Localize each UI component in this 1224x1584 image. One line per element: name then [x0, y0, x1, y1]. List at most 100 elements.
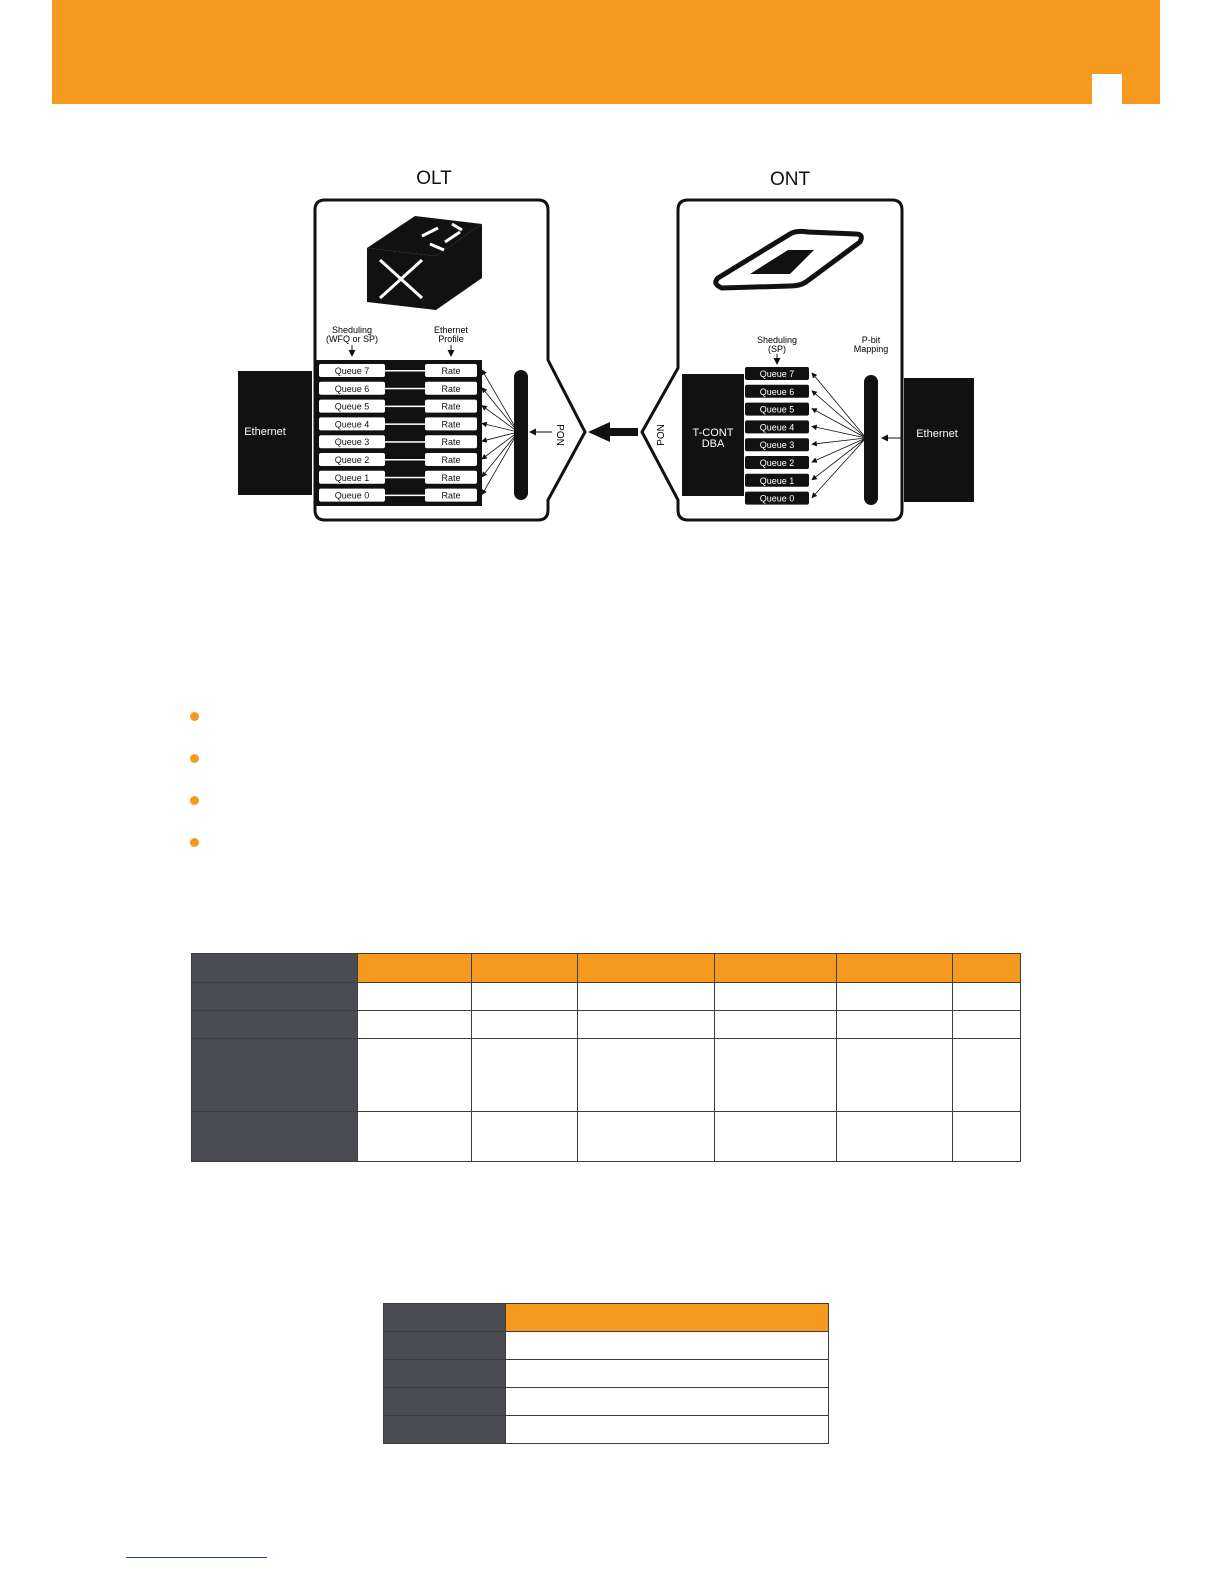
ont-queue-box — [745, 384, 809, 398]
olt-ethernet-block — [238, 371, 312, 495]
olt-queue-label: Queue 3 — [335, 437, 370, 447]
bullet-dot — [190, 838, 199, 847]
table-cell — [952, 1038, 1021, 1112]
ont-fan-arrow — [811, 372, 867, 439]
table-cell — [577, 1038, 715, 1112]
olt-queue-label: Queue 0 — [335, 491, 370, 501]
olt-rate-box — [425, 399, 477, 413]
olt-rate-box — [425, 435, 477, 449]
bullet-dot — [190, 796, 199, 805]
table-cell — [952, 1111, 1021, 1162]
olt-rate-box — [425, 364, 477, 377]
ont-dba-label: DBA — [702, 438, 725, 450]
table-corner-cell — [383, 1303, 506, 1332]
table-cell — [952, 982, 1021, 1011]
ont-fan-arrow — [811, 408, 867, 439]
ont-queue-label: Queue 2 — [760, 458, 795, 468]
ont-queue-box — [745, 473, 809, 487]
table-cell — [357, 1111, 472, 1162]
footer-link-underline[interactable] — [126, 1557, 267, 1558]
bullet-dot — [190, 754, 199, 763]
ont-queue-box — [745, 420, 809, 434]
mapping-table — [383, 1303, 829, 1444]
table-row — [383, 1359, 829, 1388]
olt-fan-arrow — [481, 431, 519, 460]
ont-mapping-bar — [864, 375, 878, 505]
table-header-cell — [836, 953, 953, 983]
olt-fan-arrow — [481, 431, 519, 496]
ont-queue-label: Queue 5 — [760, 405, 795, 415]
table-row — [383, 1415, 829, 1444]
olt-queue-box — [319, 435, 385, 449]
row-header-cell — [191, 1010, 358, 1039]
table-header-cell — [577, 953, 715, 983]
olt-queue-box — [319, 364, 385, 377]
ont-queue-box — [745, 491, 809, 505]
olt-queue-box — [319, 470, 385, 484]
ont-fan-arrow — [811, 437, 867, 463]
table-header-cell — [357, 953, 472, 983]
olt-queue-box — [319, 417, 385, 431]
olt-queue-label: Queue 2 — [335, 455, 370, 465]
table-cell — [471, 1111, 578, 1162]
table-corner-cell — [191, 953, 358, 983]
table-cell — [836, 1038, 953, 1112]
row-header-cell — [383, 1331, 506, 1360]
table-cell — [505, 1387, 829, 1416]
olt-fan-arrow — [481, 431, 519, 478]
row-header-cell — [383, 1387, 506, 1416]
table-header-row — [191, 953, 1021, 983]
table-row — [191, 1111, 1021, 1162]
table-cell — [952, 1010, 1021, 1039]
olt-profile-sublabel: Profile — [438, 334, 464, 344]
table-row — [383, 1387, 829, 1416]
table-header-cell — [952, 953, 1021, 983]
table-cell — [471, 982, 578, 1011]
olt-rate-label: Rate — [441, 402, 460, 412]
olt-queue-label: Queue 5 — [335, 402, 370, 412]
table-row — [383, 1331, 829, 1360]
olt-rate-label: Rate — [441, 491, 460, 501]
olt-queue-box — [319, 488, 385, 502]
bullet-dot — [190, 712, 199, 721]
table-cell — [577, 1010, 715, 1039]
olt-fan-arrow — [481, 421, 519, 433]
olt-queue-link — [385, 405, 425, 408]
olt-ethernet-label: Ethernet — [244, 426, 286, 438]
ont-fan-arrow — [811, 437, 867, 481]
table-cell — [836, 982, 953, 1011]
olt-rate-label: Rate — [441, 384, 460, 394]
olt-fan-arrow — [481, 405, 519, 433]
olt-queue-label: Queue 7 — [335, 366, 370, 376]
table-cell — [714, 1038, 837, 1112]
comparison-table — [191, 953, 1021, 1162]
ont-fan-arrow — [811, 437, 867, 499]
header-band — [52, 0, 1160, 104]
olt-pon-bar — [514, 370, 528, 500]
ont-queue-label: Queue 1 — [760, 476, 795, 486]
olt-queue-link — [385, 387, 425, 390]
table-header-cell — [505, 1303, 829, 1332]
olt-queue-label: Queue 1 — [335, 473, 370, 483]
olt-fan-arrow — [481, 431, 519, 443]
table-cell — [505, 1331, 829, 1360]
olt-rate-box — [425, 453, 477, 466]
ont-queue-label: Queue 0 — [760, 494, 795, 504]
row-header-cell — [383, 1359, 506, 1388]
ont-fan-arrow — [811, 424, 867, 439]
olt-rate-label: Rate — [441, 437, 460, 447]
table-row — [191, 1010, 1021, 1039]
table-row — [191, 1038, 1021, 1112]
ont-pon-label: PON — [656, 424, 667, 446]
olt-ont-qos-diagram: OLT ONT Sheduling (WFQ or SP) Ethernet P… — [230, 160, 980, 535]
olt-queue-box — [319, 381, 385, 395]
table-cell — [505, 1415, 829, 1444]
olt-queue-link — [385, 494, 425, 497]
ont-queue-label: Queue 6 — [760, 387, 795, 397]
olt-rate-box — [425, 488, 477, 502]
olt-queue-link — [385, 423, 425, 425]
olt-title: OLT — [416, 168, 452, 189]
olt-scheduling-label: Sheduling — [332, 325, 372, 335]
olt-rate-label: Rate — [441, 419, 460, 429]
olt-queue-label: Queue 6 — [335, 384, 370, 394]
